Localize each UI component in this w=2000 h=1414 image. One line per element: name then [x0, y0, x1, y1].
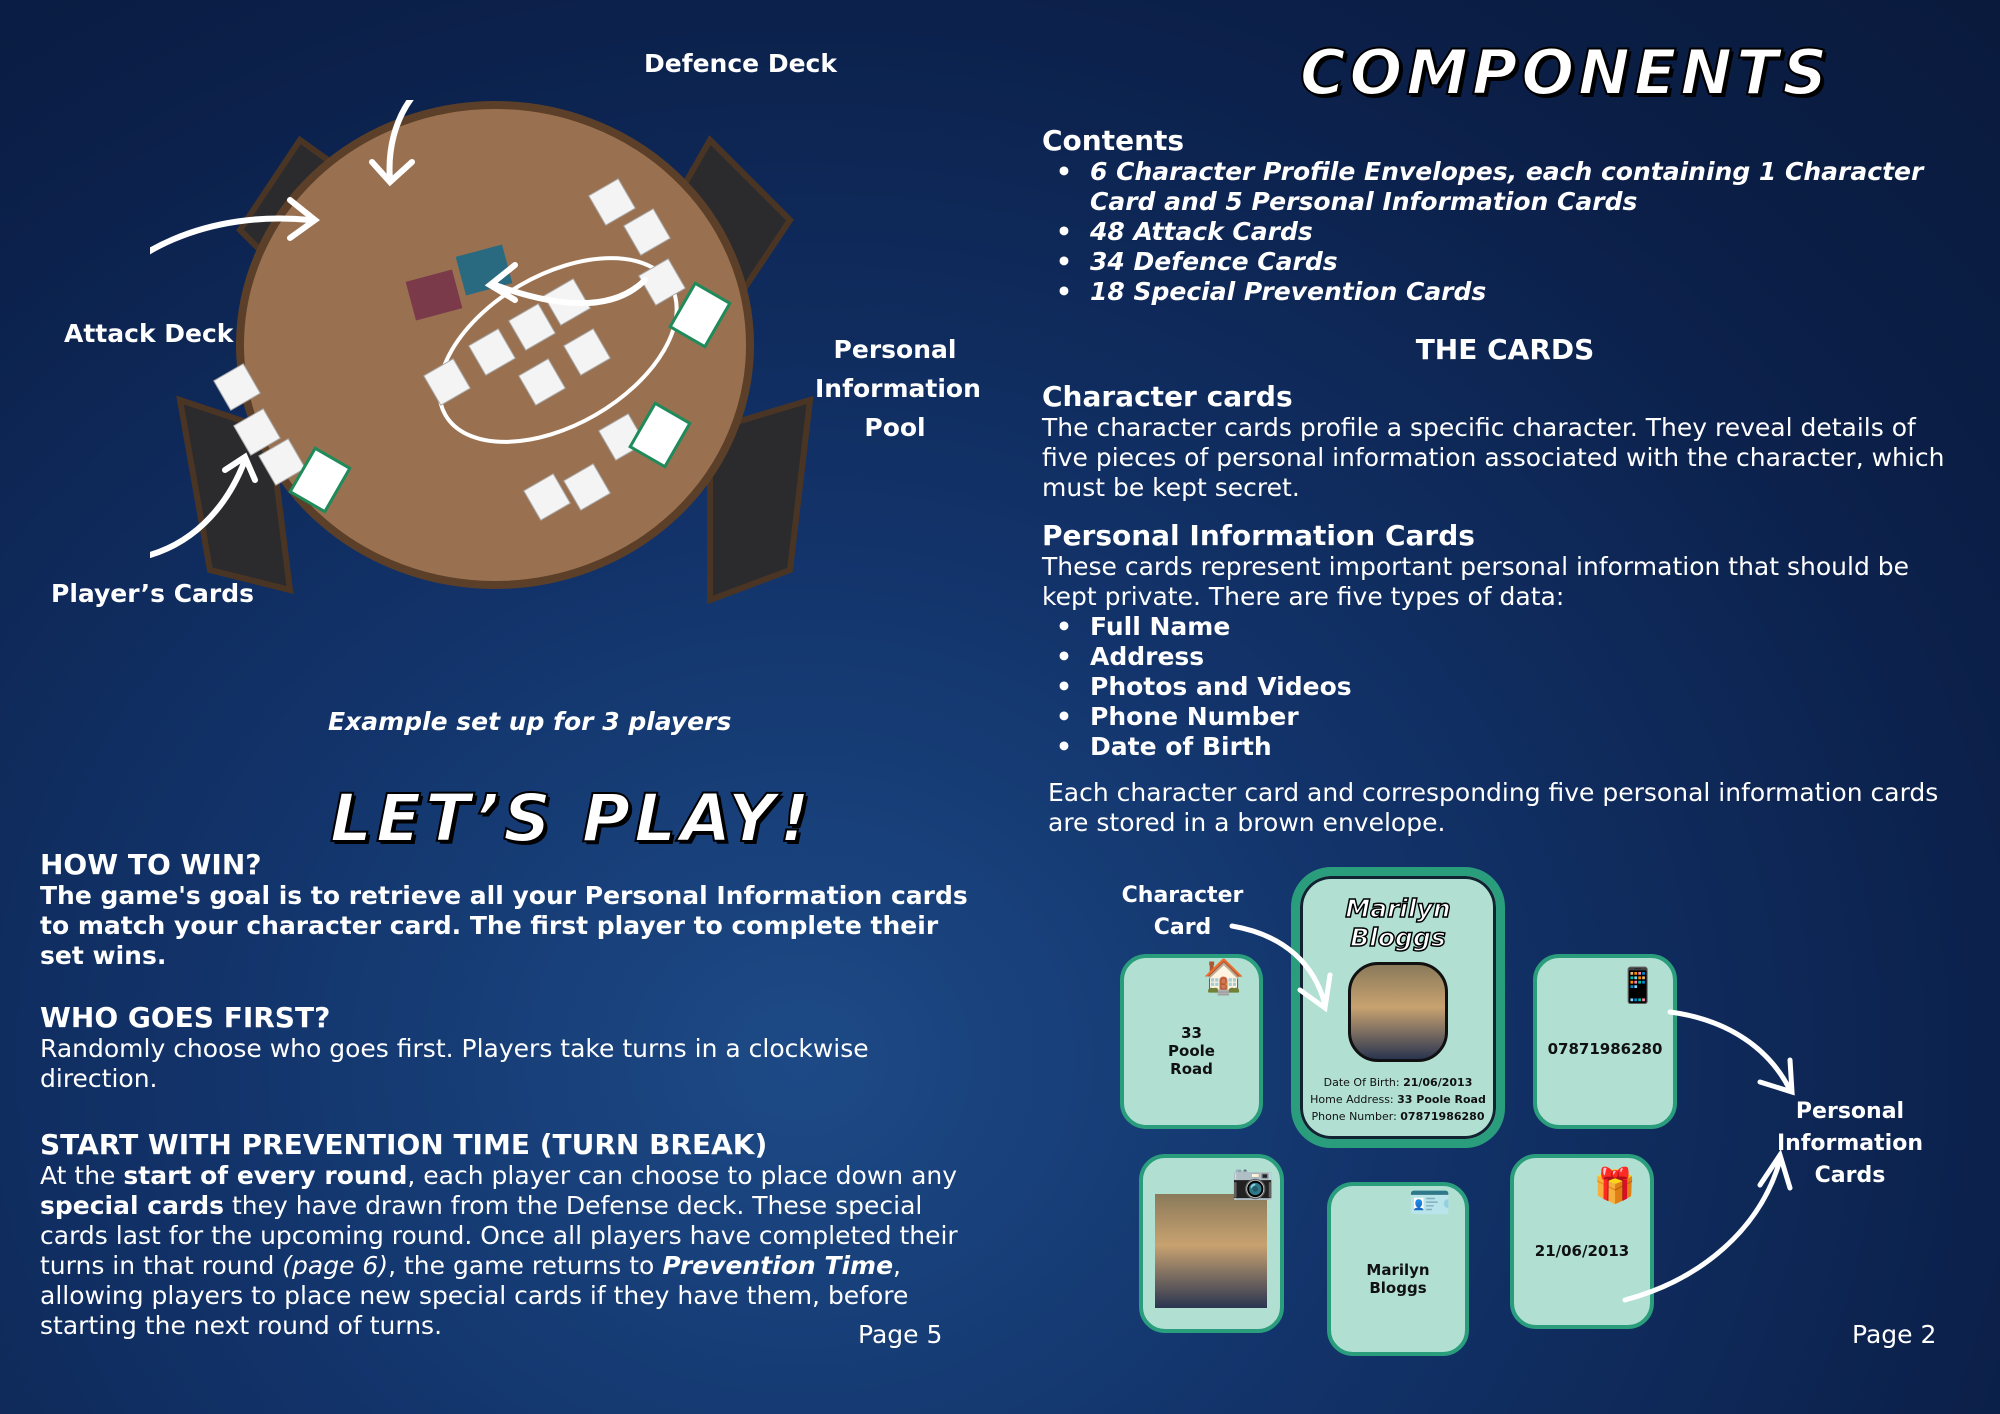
page-number-5: Page 5	[858, 1320, 943, 1349]
contents-item: 6 Character Profile Envelopes, each cont…	[1042, 157, 1962, 217]
label-line: Information	[1777, 1131, 1923, 1156]
t: 07871986280	[1547, 1040, 1663, 1058]
t: 33 Poole Road	[1397, 1093, 1486, 1106]
how-to-win-text: The game's goal is to retrieve all your …	[40, 881, 968, 970]
label-line: Cards	[1814, 1163, 1886, 1188]
t: they have drawn from the Defense deck. T…	[40, 1191, 958, 1280]
pool-arrow	[484, 262, 648, 307]
id-card-icon: 🪪	[1408, 1183, 1451, 1223]
label-attack-deck: Attack Deck	[64, 319, 234, 348]
pi-cards-heading: Personal Information Cards	[1042, 519, 1475, 552]
t: , the game returns to	[388, 1251, 663, 1280]
contents-item: 34 Defence Cards	[1042, 247, 1962, 277]
t: Date Of Birth:	[1323, 1076, 1400, 1089]
setup-caption: Example set up for 3 players	[328, 707, 732, 736]
prevention-text: At the start of every round, each player…	[40, 1161, 980, 1341]
chair	[707, 395, 814, 605]
character-card: Marilyn Bloggs Date Of Birth: 21/06/2013…	[1291, 867, 1505, 1148]
phone-icon: 📱	[1616, 966, 1659, 1006]
phone-card: 📱 07871986280	[1533, 954, 1677, 1129]
pi-type: Photos and Videos	[1042, 672, 1962, 702]
character-portrait	[1348, 962, 1448, 1062]
t: 33	[1181, 1024, 1202, 1042]
pi-type: Date of Birth	[1042, 732, 1962, 762]
defence-deck	[455, 244, 513, 296]
label-line: Personal	[833, 335, 957, 364]
character-name: Marilyn Bloggs	[1345, 893, 1452, 953]
t: Poole	[1168, 1042, 1215, 1060]
defence-arrow	[369, 100, 415, 187]
components-title: COMPONENTS	[1299, 35, 1832, 110]
label-players-cards: Player’s Cards	[51, 579, 255, 608]
who-first-heading: WHO GOES FIRST?	[40, 1001, 331, 1034]
attack-arrow	[150, 197, 320, 255]
contents-item: 18 Special Prevention Cards	[1042, 277, 1962, 307]
the-cards-heading: THE CARDS	[1415, 333, 1595, 366]
t: , each player can choose to place down a…	[407, 1161, 958, 1190]
t: Home Address:	[1310, 1093, 1394, 1106]
t: (page 6)	[282, 1251, 389, 1280]
t: , allowing players to place new special …	[40, 1251, 909, 1340]
how-to-win-heading: HOW TO WIN?	[40, 848, 262, 881]
t: 21/06/2013	[1403, 1076, 1473, 1089]
players-arrow	[150, 452, 258, 558]
t: 07871986280	[1400, 1110, 1485, 1123]
contents-item: 48 Attack Cards	[1042, 217, 1962, 247]
character-cards-heading: Character cards	[1042, 380, 1293, 413]
character-cards-text: The character cards profile a specific c…	[1042, 413, 1945, 502]
page-number-2: Page 2	[1852, 1320, 1937, 1349]
t: Prevention Time	[662, 1251, 894, 1280]
t: Marilyn	[1366, 1261, 1430, 1279]
who-first-text: Randomly choose who goes first. Players …	[40, 1034, 869, 1093]
t: At the	[40, 1161, 124, 1190]
attack-deck	[405, 269, 463, 321]
t: Phone Number:	[1311, 1110, 1397, 1123]
lets-play-title: LET’S PLAY!	[329, 779, 814, 858]
pi-type: Phone Number	[1042, 702, 1962, 732]
t: 21/06/2013	[1534, 1242, 1630, 1260]
pi-type: Address	[1042, 642, 1962, 672]
label-line: Information	[815, 374, 981, 403]
label-defence-deck: Defence Deck	[644, 49, 837, 78]
character-photo	[1155, 1194, 1267, 1308]
label-line: Character	[1121, 883, 1244, 908]
calendar-gift-icon: 🎁	[1593, 1166, 1636, 1206]
table-setup-illustration	[150, 100, 814, 605]
envelope-text: Each character card and corresponding fi…	[1048, 778, 1939, 837]
pi-arrow-top	[1667, 1009, 1795, 1096]
t: Road	[1170, 1060, 1213, 1078]
prevention-heading: START WITH PREVENTION TIME (TURN BREAK)	[40, 1128, 768, 1161]
label-line: Personal	[1795, 1099, 1905, 1124]
contents-heading: Contents	[1042, 124, 1185, 157]
label-line: Card	[1153, 915, 1212, 940]
camera-photo-icon: 📷	[1231, 1162, 1274, 1202]
t: special cards	[40, 1191, 225, 1220]
photo-card: 📷	[1139, 1154, 1284, 1333]
house-location-icon: 🏠	[1202, 957, 1245, 997]
dob-card: 🎁 21/06/2013	[1510, 1154, 1654, 1329]
pi-cards-text: These cards represent important personal…	[1042, 552, 1910, 611]
label-line: Pool	[864, 413, 926, 442]
pi-type: Full Name	[1042, 612, 1962, 642]
t: start of every round	[123, 1161, 408, 1190]
t: Bloggs	[1369, 1279, 1427, 1297]
